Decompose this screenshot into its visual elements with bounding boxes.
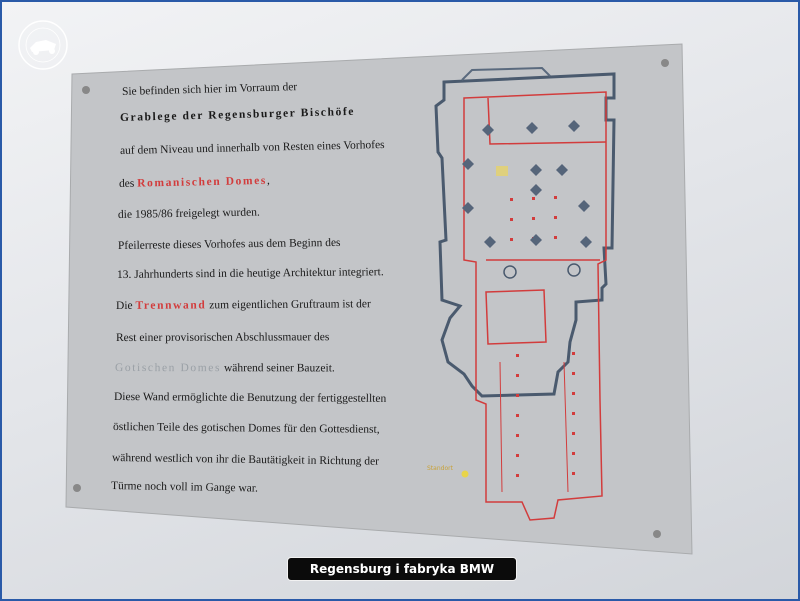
plate-line-14: Türme noch voll im Gange war. <box>110 480 258 495</box>
screw <box>653 530 661 538</box>
floor-plan-diagram <box>434 66 616 521</box>
screw <box>82 86 90 94</box>
highlight-trennwand: Trennwand <box>135 299 207 312</box>
standort-marker <box>461 470 469 478</box>
plate-line-8: Die Trennwand zum eigentlichen Gruftraum… <box>115 298 371 312</box>
highlight-gotischen-domes: Gotischen Domes <box>114 362 222 375</box>
watermark-logo <box>18 20 68 70</box>
plate-line-11: Diese Wand ermöglichte die Benutzung der… <box>113 391 387 405</box>
plate-line-5: die 1985/86 freigelegt wurden. <box>117 206 260 221</box>
screw <box>661 59 669 67</box>
screw <box>73 484 81 492</box>
photo-caption: Regensburg i fabryka BMW <box>287 557 517 581</box>
plate-line-9: Rest einer provisorischen Abschlussmauer… <box>115 331 330 344</box>
plate-line-10: Gotischen Domes während seiner Bauzeit. <box>114 362 335 375</box>
standort-label: Standort <box>427 465 453 472</box>
